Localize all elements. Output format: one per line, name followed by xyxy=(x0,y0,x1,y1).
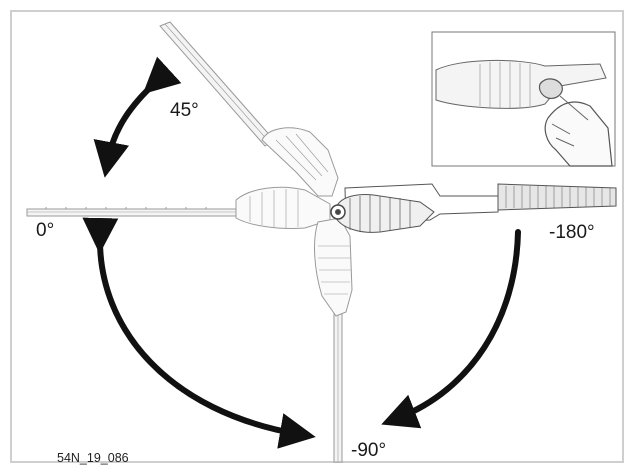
arrow-0-to-minus-90 xyxy=(82,217,316,449)
arrow-45-to-0 xyxy=(93,56,182,178)
angle-label-45: 45° xyxy=(170,100,199,121)
angle-label-0: 0° xyxy=(36,220,55,241)
cutter-bar-45-degrees xyxy=(159,21,339,197)
figure-code: 54N_19_086 xyxy=(57,451,129,465)
arrow-minus-180-to-minus-90 xyxy=(381,229,521,429)
angle-label-minus-180: -180° xyxy=(549,222,595,243)
angle-label-minus-90: -90° xyxy=(351,440,387,461)
shaft-and-handle xyxy=(330,183,617,233)
cutter-bar-minus-90-degrees xyxy=(314,217,353,463)
rotation-arrows xyxy=(82,56,521,449)
inset-detail xyxy=(431,31,616,167)
